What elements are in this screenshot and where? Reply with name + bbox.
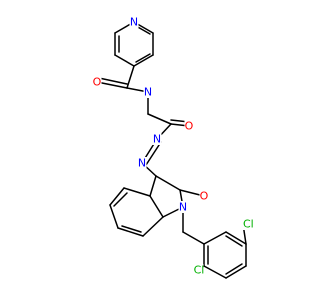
benzo-inner-bond	[113, 192, 128, 207]
bond-layer	[96, 21, 247, 279]
pyridine-inner-bond	[135, 53, 151, 63]
pyridine-bond	[114, 54, 135, 67]
pyridine-bond	[133, 54, 154, 67]
label-mask	[199, 190, 209, 202]
carbonyl-c-bond	[126, 65, 135, 89]
c3-c2-bond	[155, 175, 181, 191]
c3a-c3-bond	[149, 175, 157, 197]
benzo-bond	[123, 187, 151, 197]
molecule-diagram: N O N O N N O N Cl Cl	[92, 16, 255, 279]
label-background-layer	[92, 16, 255, 276]
aryl-inner-bond	[225, 235, 243, 247]
structure-drawing: N O N O N N O N Cl Cl	[92, 15, 255, 279]
benzo-bond	[109, 204, 119, 229]
label-mask	[129, 16, 139, 28]
chloro-upper-label: Cl	[243, 218, 254, 231]
aryl-bond	[203, 231, 227, 245]
hydrazone-o-label: O	[185, 120, 194, 133]
indolinone-o-label: O	[200, 190, 209, 203]
ch2-co-bond	[147, 113, 172, 125]
label-mask	[242, 218, 255, 230]
label-mask	[184, 120, 194, 132]
indole-n-label: N	[179, 201, 187, 214]
atom-label-layer: N O N O N N O N Cl Cl	[93, 16, 254, 277]
amide-o-label: O	[93, 76, 102, 89]
label-mask	[92, 76, 102, 88]
benzo-bond	[142, 216, 164, 237]
aryl-bond	[225, 231, 247, 245]
pyridine-n-label: N	[130, 16, 138, 29]
label-mask	[137, 157, 147, 169]
c7a-c3a-bond	[149, 195, 164, 218]
amide-co-bond	[96, 81, 128, 89]
benzo-bond	[117, 227, 144, 237]
amide-co-double-bond	[98, 77, 128, 85]
label-mask	[152, 133, 162, 145]
ch2-aryl-bond	[182, 231, 205, 245]
aryl-inner-bond	[225, 263, 243, 275]
chloro-lower-label: Cl	[194, 264, 205, 277]
benzo-inner-bond	[121, 225, 142, 233]
aryl-bond	[203, 265, 227, 279]
label-mask	[194, 264, 204, 276]
aryl-bond	[225, 265, 247, 279]
label-mask	[178, 201, 188, 213]
hydrazone-n2-label: N	[138, 157, 146, 170]
hydrazone-n1-label: N	[153, 133, 161, 146]
label-mask	[143, 86, 153, 98]
benzo-bond	[109, 187, 125, 206]
amide-nh-label: N	[144, 86, 152, 99]
azo-double-bond	[145, 141, 162, 166]
